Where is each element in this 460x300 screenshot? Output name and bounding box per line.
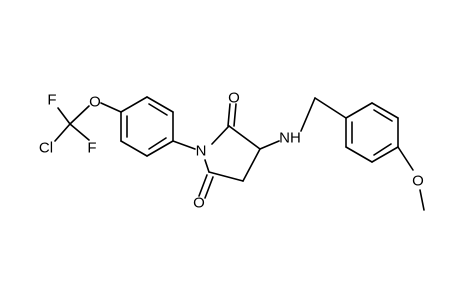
ether-oxygen-atom-label: O — [89, 94, 101, 111]
amine-nh-label: NH — [279, 130, 301, 147]
fluorine-atom-label-bottom: F — [87, 140, 96, 157]
methoxy-oxygen-atom-label: O — [412, 173, 424, 190]
chlorine-atom-label: Cl — [39, 140, 53, 157]
carbonyl-oxygen-upper-label: O — [228, 90, 240, 107]
right-benzene-ring — [345, 102, 399, 163]
aryl-nitrogen-bond — [172, 140, 196, 150]
succinimide-ring — [198, 103, 261, 199]
imide-nitrogen-atom-label: N — [196, 143, 207, 160]
chlorodifluoromethoxy-group — [54, 102, 122, 142]
aminoethyl-chain — [259, 97, 347, 150]
fluorine-atom-label-top: F — [47, 92, 56, 109]
carbonyl-oxygen-lower-label: O — [193, 195, 205, 212]
methoxy-group — [397, 146, 425, 211]
left-benzene-ring — [120, 96, 174, 157]
